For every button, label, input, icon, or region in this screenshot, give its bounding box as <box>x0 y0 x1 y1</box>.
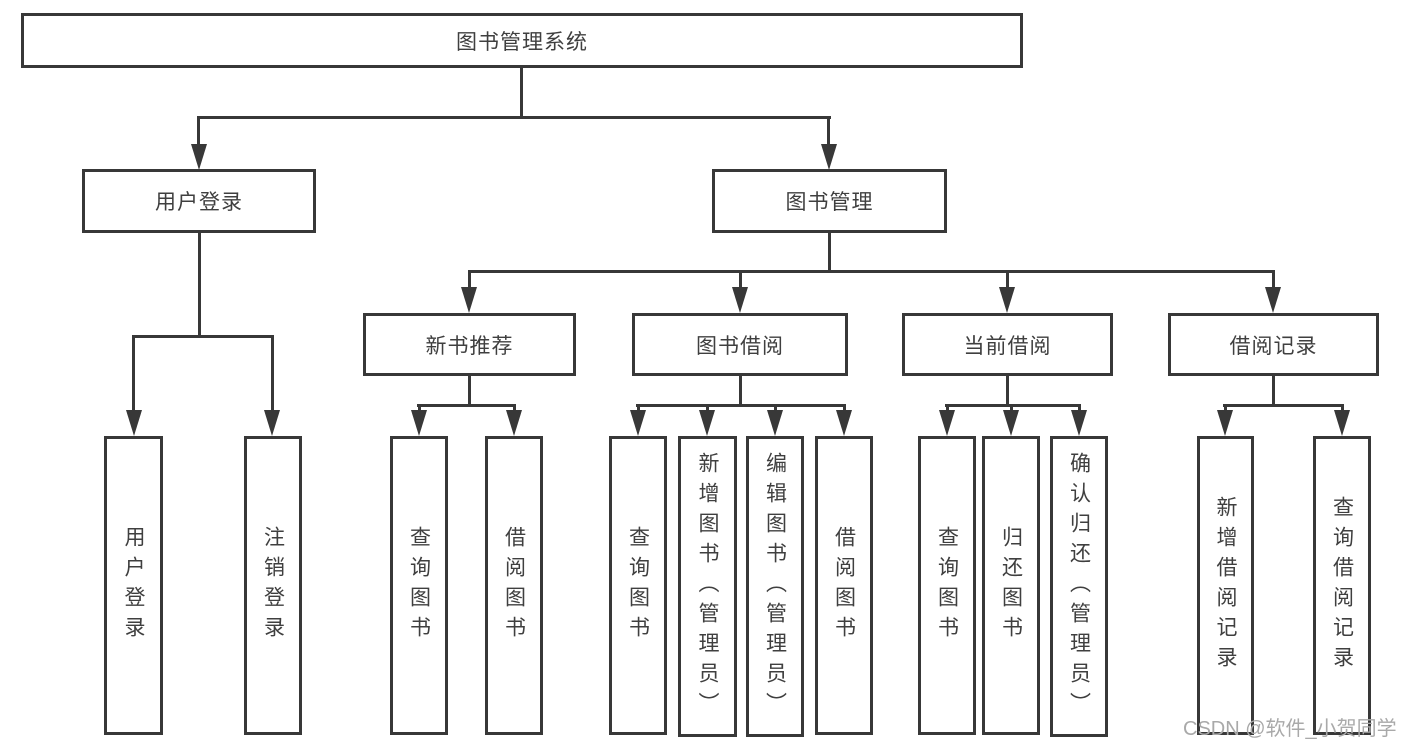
node-root-label: 图书管理系统 <box>456 30 588 54</box>
leaf-borrow-books-rec: 借阅图书 <box>485 436 543 735</box>
connector-rec-stub <box>468 376 471 407</box>
leaf-return-books: 归还图书 <box>982 436 1040 735</box>
arrow-down-icon <box>1003 410 1019 436</box>
arrow-down-icon <box>411 410 427 436</box>
leaf-label: 用户登录 <box>122 525 145 646</box>
leaf-query-books-borrow: 查询图书 <box>609 436 667 735</box>
node-borrow-records-label: 借阅记录 <box>1229 334 1318 358</box>
node-book-mgmt: 图书管理 <box>712 169 947 233</box>
leaf-edit-books-admin: 编辑图书（管理员） <box>746 436 804 737</box>
arrow-down-icon <box>191 144 207 170</box>
node-current-borrow-label: 当前借阅 <box>963 334 1052 358</box>
leaf-label: 确认归还（管理员） <box>1067 451 1091 722</box>
leaf-label: 新增借阅记录 <box>1214 495 1237 676</box>
connector-user-branch-stub <box>198 233 201 336</box>
connector-root-stub <box>520 68 523 117</box>
connector-rec-hline <box>417 404 516 407</box>
connector-level2-hline <box>197 116 831 119</box>
arrow-down-icon <box>506 410 522 436</box>
connector-current-hline <box>945 404 1081 407</box>
arrow-down-icon <box>461 287 477 313</box>
leaf-confirm-return-admin: 确认归还（管理员） <box>1050 436 1108 737</box>
leaf-label: 借阅图书 <box>502 525 526 646</box>
arrow-down-icon <box>1071 410 1087 436</box>
connector-records-stub <box>1272 376 1275 407</box>
arrow-down-icon <box>999 287 1015 313</box>
node-new-book-rec-label: 新书推荐 <box>425 334 514 358</box>
leaf-label: 查询图书 <box>626 525 650 646</box>
arrow-down-icon <box>699 410 715 436</box>
arrow-down-icon <box>1334 410 1350 436</box>
node-book-mgmt-label: 图书管理 <box>785 191 874 214</box>
arrow-down-icon <box>1265 287 1281 313</box>
arrow-down-icon <box>1217 410 1233 436</box>
leaf-label: 查询图书 <box>935 525 959 646</box>
connector-new-book-shaft <box>468 270 471 290</box>
node-book-borrow-label: 图书借阅 <box>696 334 784 358</box>
node-user-login: 用户登录 <box>82 169 316 233</box>
node-borrow-records: 借阅记录 <box>1168 313 1379 376</box>
arrow-down-icon <box>836 410 852 436</box>
arrow-down-icon <box>732 287 748 313</box>
leaf-label: 借阅图书 <box>832 525 856 646</box>
leaf-user-login: 用户登录 <box>104 436 163 735</box>
leaf-query-books-rec: 查询图书 <box>390 436 448 735</box>
connector-book-mgmt-shaft <box>827 116 830 146</box>
connector-leaf1-shaft <box>132 335 135 412</box>
connector-current-borrow-shaft <box>1006 270 1009 290</box>
connector-borrow-records-shaft <box>1272 270 1275 290</box>
connector-user-branch-hline <box>132 335 274 338</box>
connector-current-stub <box>1006 376 1009 407</box>
arrow-down-icon <box>630 410 646 436</box>
connector-records-hline <box>1223 404 1344 407</box>
leaf-label: 新增图书（管理员） <box>696 451 719 722</box>
leaf-query-books-current: 查询图书 <box>918 436 976 735</box>
connector-borrow-hline <box>636 404 846 407</box>
connector-level3-hline <box>468 270 1275 273</box>
leaf-borrow-books: 借阅图书 <box>815 436 873 735</box>
node-new-book-rec: 新书推荐 <box>363 313 576 376</box>
node-root: 图书管理系统 <box>21 13 1023 68</box>
leaf-label: 注销登录 <box>261 525 285 646</box>
arrow-down-icon <box>126 410 142 436</box>
leaf-label: 编辑图书（管理员） <box>763 451 787 722</box>
connector-borrow-stub <box>739 376 742 407</box>
leaf-add-borrow-record: 新增借阅记录 <box>1197 436 1254 735</box>
leaf-label: 查询借阅记录 <box>1330 495 1354 676</box>
node-user-login-label: 用户登录 <box>155 191 243 214</box>
leaf-query-borrow-record: 查询借阅记录 <box>1313 436 1371 735</box>
connector-user-login-shaft <box>197 116 200 146</box>
arrow-down-icon <box>264 410 280 436</box>
connector-leaf2-shaft <box>271 335 274 412</box>
leaf-label: 归还图书 <box>999 525 1023 646</box>
leaf-add-books-admin: 新增图书（管理员） <box>678 436 737 737</box>
leaf-label: 查询图书 <box>407 525 431 646</box>
arrow-down-icon <box>939 410 955 436</box>
arrow-down-icon <box>767 410 783 436</box>
node-current-borrow: 当前借阅 <box>902 313 1113 376</box>
connector-book-borrow-shaft <box>739 270 742 290</box>
node-book-borrow: 图书借阅 <box>632 313 848 376</box>
arrow-down-icon <box>821 144 837 170</box>
connector-mgmt-branch-stub <box>828 233 831 272</box>
leaf-logout: 注销登录 <box>244 436 302 735</box>
watermark-text: CSDN @软件_小贺同学 <box>1183 718 1397 740</box>
